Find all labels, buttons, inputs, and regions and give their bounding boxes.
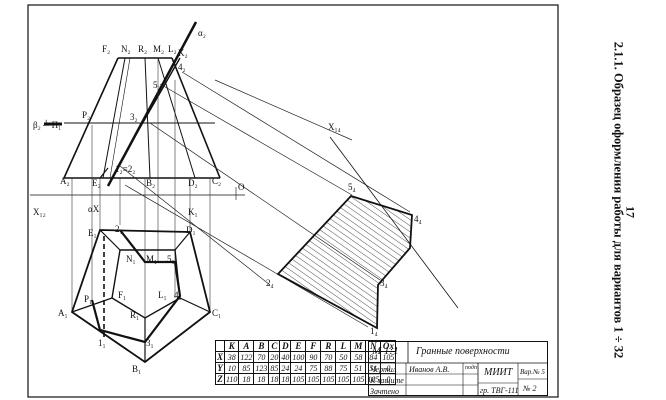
table-header: R — [320, 340, 337, 352]
svg-text:K₁: K₁ — [188, 207, 198, 217]
table-row: Z 110 18 18 18 18 105 105 105 105 105 10… — [214, 373, 397, 385]
label-o: O — [238, 182, 245, 192]
svg-text:3₄: 3₄ — [380, 278, 388, 288]
scale: М 1:1 — [372, 345, 399, 357]
table-header: K — [224, 340, 240, 352]
svg-text:5₂: 5₂ — [153, 80, 161, 90]
alpha2-trace — [106, 21, 198, 187]
table-header: B — [253, 340, 270, 352]
svg-text:L₁: L₁ — [158, 290, 167, 300]
svg-text:3₁: 3₁ — [146, 338, 154, 348]
label-alphax: αX — [88, 204, 100, 214]
table-row: Y 10 85 123 85 24 24 75 88 75 51 51 0 — [214, 362, 397, 374]
svg-text:D₂: D₂ — [188, 178, 198, 188]
subject: Гранные поверхности — [416, 346, 510, 357]
svg-text:M₂: M₂ — [153, 44, 164, 54]
svg-text:F₁: F₁ — [118, 290, 126, 300]
svg-text:A₁: A₁ — [58, 308, 68, 318]
svg-text:2₄: 2₄ — [266, 278, 274, 288]
table-header: F — [305, 340, 322, 352]
page-number: 17 — [623, 206, 638, 218]
svg-text:4₂: 4₂ — [178, 62, 186, 72]
table-header: E — [290, 340, 307, 352]
svg-text:1₂≡2₂: 1₂≡2₂ — [115, 164, 135, 174]
table-header-row: K A B C D E F R L M N Ох — [214, 340, 397, 352]
svg-text:5₁: 5₁ — [167, 254, 175, 264]
title-block-grid — [368, 341, 548, 396]
side-title: 2.1.1. Образец оформления работы для вар… — [611, 41, 626, 359]
top-projection — [70, 229, 212, 364]
svg-text:5₄: 5₄ — [348, 182, 356, 192]
svg-text:C₂: C₂ — [212, 176, 221, 186]
svg-text:4₄: 4₄ — [414, 214, 422, 224]
table-header: C — [268, 340, 281, 352]
true-shape-section — [276, 194, 413, 330]
svg-text:4₁: 4₁ — [174, 290, 182, 300]
svg-text:E₂: E₂ — [92, 178, 101, 188]
table-header: A — [238, 340, 255, 352]
svg-text:2₁: 2₁ — [115, 224, 123, 234]
sheet-frame — [27, 4, 559, 398]
table-header: M — [350, 340, 367, 352]
svg-text:B₁: B₁ — [132, 364, 141, 374]
transfer-lines — [119, 71, 411, 328]
svg-text:N₁: N₁ — [126, 254, 136, 264]
table-header: L — [335, 340, 352, 352]
svg-text:1₄: 1₄ — [370, 326, 378, 336]
label-alpha2: α₂ — [198, 28, 206, 38]
svg-text:1₁: 1₁ — [98, 338, 106, 348]
svg-text:P₂: P₂ — [82, 110, 90, 120]
svg-text:C₁: C₁ — [212, 308, 221, 318]
label-beta2: β₂ ┴ Π₁ — [33, 119, 61, 130]
title-block: М 1:1 Гранные поверхности Чертил Иванов … — [368, 341, 548, 396]
svg-text:L₂: L₂ — [168, 44, 177, 54]
svg-text:E₁: E₁ — [88, 228, 97, 238]
svg-text:B₂: B₂ — [146, 178, 155, 188]
svg-text:N₂: N₂ — [121, 44, 131, 54]
table-row: X 38 122 70 20 40 100 90 70 50 58 84 105 — [214, 351, 397, 363]
label-x12: X₁₂ — [33, 207, 46, 217]
svg-text:K₂: K₂ — [178, 48, 188, 58]
svg-text:P₁: P₁ — [84, 294, 92, 304]
organization: МИИТ — [484, 367, 513, 378]
svg-text:3₂: 3₂ — [130, 112, 138, 122]
svg-text:A₂: A₂ — [60, 176, 70, 186]
table-header: D — [279, 340, 292, 352]
label-x14: X₁₄ — [328, 122, 341, 132]
point-labels: α₂ β₂ ┴ Π₁ X₁₂ X₁₄ αX O F₂ N₂ R₂ M₂ L₂ K… — [33, 28, 422, 374]
svg-text:D₁: D₁ — [186, 225, 196, 235]
svg-text:R₁: R₁ — [130, 310, 139, 320]
svg-text:F₂: F₂ — [102, 44, 110, 54]
coordinates-table: K A B C D E F R L M N Ох X 38 122 70 20 … — [214, 340, 397, 385]
svg-text:M₁: M₁ — [146, 254, 157, 264]
svg-text:R₂: R₂ — [138, 44, 147, 54]
